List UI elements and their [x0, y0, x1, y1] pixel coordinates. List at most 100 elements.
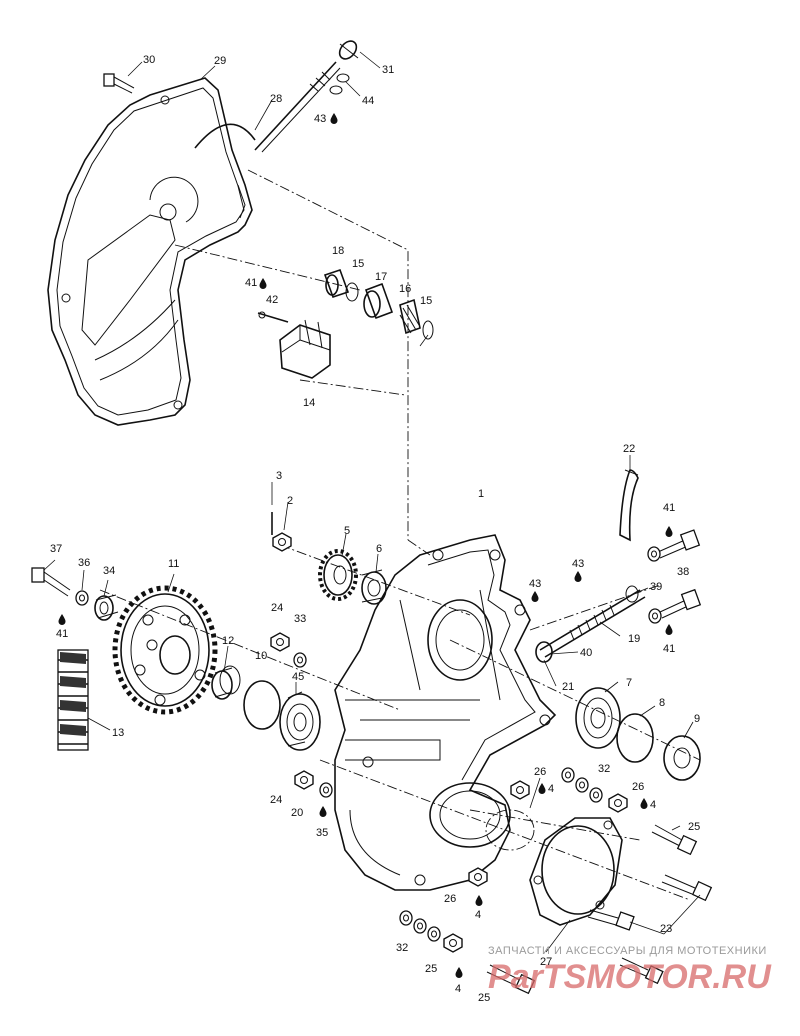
- label-26b: 26: [632, 781, 644, 793]
- watermark-logo: ParTSMOTOR.RU: [488, 958, 772, 996]
- label-41b: 41: [663, 502, 675, 514]
- label-11: 11: [168, 558, 179, 570]
- spacer-12: [211, 665, 241, 700]
- label-5: 5: [344, 525, 350, 537]
- nut-24-lower: [294, 770, 314, 790]
- washer-41-mid: [648, 608, 662, 624]
- bolt-25-c: [619, 957, 664, 985]
- label-32b: 32: [396, 942, 408, 954]
- label-29: 29: [214, 55, 226, 67]
- ring-45: [243, 680, 281, 730]
- bolt-41: [659, 588, 702, 619]
- bolt-38: [657, 529, 701, 559]
- label-1: 1: [478, 488, 484, 500]
- bolt-25-b: [486, 964, 536, 995]
- label-30: 30: [143, 54, 155, 66]
- shaft-stack: [323, 268, 434, 340]
- label-41a: 41: [245, 277, 257, 289]
- cable-loop: [194, 123, 256, 149]
- bolt-23-a: [661, 874, 713, 902]
- label-42: 42: [266, 294, 278, 306]
- washer-32-f: [427, 926, 441, 942]
- label-21: 21: [562, 681, 574, 693]
- bolt-37: [31, 567, 71, 597]
- bearing-45: [279, 691, 321, 751]
- nut-2: [272, 532, 292, 552]
- label-26c: 26: [444, 893, 456, 905]
- chaincase-housing: [334, 534, 557, 891]
- bracket-14: [257, 311, 331, 379]
- label-24a: 24: [271, 602, 283, 614]
- label-22: 22: [623, 443, 635, 455]
- label-2: 2: [287, 495, 293, 507]
- bolt-25-a: [651, 824, 698, 856]
- nut-26-d: [443, 933, 463, 953]
- label-43c: 43: [529, 578, 541, 590]
- bearing-7: [575, 687, 621, 749]
- label-26a: 26: [534, 766, 546, 778]
- gear-5: [318, 549, 358, 601]
- washer-32-d: [399, 910, 413, 926]
- label-4d: 4: [455, 983, 461, 995]
- cotter-pin-22: [619, 469, 639, 542]
- label-25b: 25: [425, 963, 437, 975]
- label-16: 16: [399, 283, 411, 295]
- nut-26-c: [468, 867, 488, 887]
- label-4c: 4: [475, 909, 481, 921]
- label-4a: 4: [548, 783, 554, 795]
- label-38: 38: [677, 566, 689, 578]
- label-33: 33: [294, 613, 306, 625]
- label-10: 10: [255, 650, 267, 662]
- watermark-text: ЗАПЧАСТИ И АКСЕССУАРЫ ДЛЯ МОТОТЕХНИКИ: [488, 945, 767, 957]
- label-7: 7: [626, 677, 632, 689]
- washer-9: [663, 735, 701, 781]
- callout-labels: 1 2 3 4 4 4 4 5 6 7 8 9 10 11 12 13 14 1…: [50, 54, 700, 1004]
- leader-lines: [43, 51, 701, 953]
- washer-36: [75, 590, 89, 606]
- cover-plate-27: [529, 817, 623, 926]
- bearing-6: [361, 569, 387, 605]
- ring-40: [535, 641, 553, 663]
- washer-33: [293, 652, 307, 668]
- washer-32-a: [561, 767, 575, 783]
- washer-32-c: [589, 787, 603, 803]
- label-19: 19: [628, 633, 640, 645]
- label-44: 44: [362, 95, 374, 107]
- label-3: 3: [276, 470, 282, 482]
- label-25c: 25: [478, 992, 490, 1004]
- label-27: 27: [540, 956, 552, 968]
- label-6: 6: [376, 543, 382, 555]
- washer-32-b: [575, 777, 589, 793]
- label-43a: 43: [314, 113, 326, 125]
- spacer-34: [94, 594, 119, 621]
- label-45: 45: [292, 671, 304, 683]
- label-43b: 43: [572, 558, 584, 570]
- label-4b: 4: [650, 799, 656, 811]
- nut-26-a: [510, 780, 530, 800]
- label-35: 35: [316, 827, 328, 839]
- label-17: 17: [375, 271, 387, 283]
- label-37: 37: [50, 543, 62, 555]
- washer-41-top: [647, 546, 661, 562]
- label-39: 39: [650, 581, 662, 593]
- chaincase-cover: [47, 77, 256, 426]
- washer-20: [319, 782, 333, 798]
- label-18: 18: [332, 245, 344, 257]
- label-14: 14: [303, 397, 315, 409]
- label-24b: 24: [270, 794, 282, 806]
- label-28: 28: [270, 93, 282, 105]
- label-41d: 41: [56, 628, 68, 640]
- label-32a: 32: [598, 763, 610, 775]
- label-15b: 15: [420, 295, 432, 307]
- washer-32-e: [413, 918, 427, 934]
- label-23: 23: [660, 923, 672, 935]
- centerlines: [99, 169, 701, 901]
- label-8: 8: [659, 697, 665, 709]
- nut-26-b: [608, 793, 628, 813]
- chain-13: [57, 649, 89, 751]
- label-13: 13: [112, 727, 124, 739]
- label-20: 20: [291, 807, 303, 819]
- label-9: 9: [694, 713, 700, 725]
- label-34: 34: [103, 565, 115, 577]
